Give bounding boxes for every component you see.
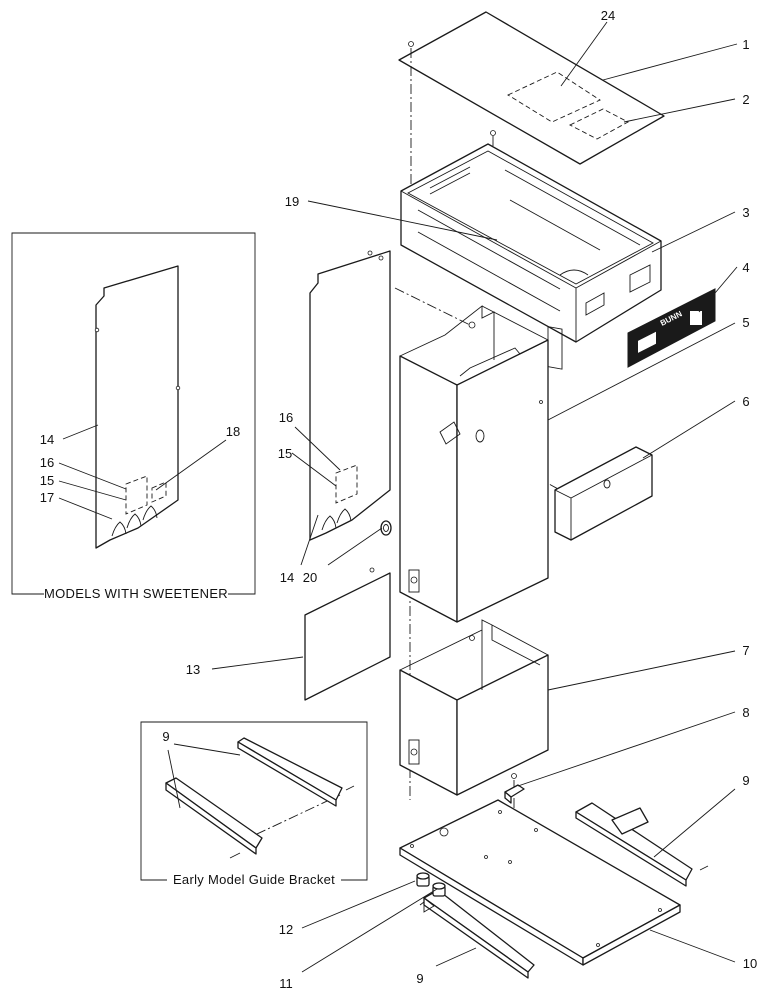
part-7-lower-cabinet bbox=[399, 619, 549, 796]
part-14-side-panel bbox=[309, 250, 391, 541]
callout-5: 5 bbox=[742, 315, 749, 330]
leader-lines bbox=[58, 21, 738, 973]
part-3-upper-housing bbox=[400, 130, 662, 370]
part-20-grommet bbox=[380, 520, 392, 536]
part-5-cabinet bbox=[399, 305, 549, 623]
callout-13: 13 bbox=[186, 662, 200, 677]
callout-2: 2 bbox=[742, 92, 749, 107]
callout-16-inset: 16 bbox=[40, 455, 54, 470]
inset-title-sweetener: MODELS WITH SWEETENER bbox=[44, 586, 228, 601]
part-1-top-cover bbox=[398, 11, 665, 165]
callout-6: 6 bbox=[742, 394, 749, 409]
inset-title-guide-bracket: Early Model Guide Bracket bbox=[173, 872, 335, 887]
callout-11: 11 bbox=[279, 976, 293, 991]
callout-19: 19 bbox=[285, 194, 299, 209]
inset-early-model-guide-bracket bbox=[140, 721, 368, 881]
callout-1: 1 bbox=[742, 37, 749, 52]
callout-20: 20 bbox=[303, 570, 317, 585]
callout-24: 24 bbox=[601, 8, 615, 23]
callout-17: 17 bbox=[40, 490, 54, 505]
callout-9-bottom: 9 bbox=[416, 971, 423, 986]
part-11-foot bbox=[432, 882, 446, 897]
callout-3: 3 bbox=[742, 205, 749, 220]
callout-18: 18 bbox=[226, 424, 240, 439]
callout-8: 8 bbox=[742, 705, 749, 720]
callout-12: 12 bbox=[279, 922, 293, 937]
callout-9-right: 9 bbox=[742, 773, 749, 788]
part-12-foot bbox=[416, 872, 430, 887]
callout-10: 10 bbox=[743, 956, 757, 971]
callout-15-main: 15 bbox=[278, 446, 292, 461]
callout-15-inset: 15 bbox=[40, 473, 54, 488]
part-8-bracket bbox=[504, 773, 525, 804]
callout-labels: 1 2 3 4 5 6 7 8 9 9 9 10 11 12 13 14 14 … bbox=[40, 8, 757, 991]
part-13-access-plate bbox=[304, 567, 391, 701]
part-6-front-bar bbox=[554, 446, 653, 541]
part-4-front-decal: BUNN bbox=[627, 288, 716, 368]
part-10-base bbox=[399, 799, 681, 966]
callout-14-inset: 14 bbox=[40, 432, 54, 447]
part-9-right-rail bbox=[575, 802, 709, 887]
callout-16-main: 16 bbox=[279, 410, 293, 425]
inset-models-with-sweetener bbox=[11, 232, 256, 595]
callout-4: 4 bbox=[742, 260, 749, 275]
callout-7: 7 bbox=[742, 643, 749, 658]
callout-9-inset: 9 bbox=[162, 729, 169, 744]
callout-14-main: 14 bbox=[280, 570, 294, 585]
